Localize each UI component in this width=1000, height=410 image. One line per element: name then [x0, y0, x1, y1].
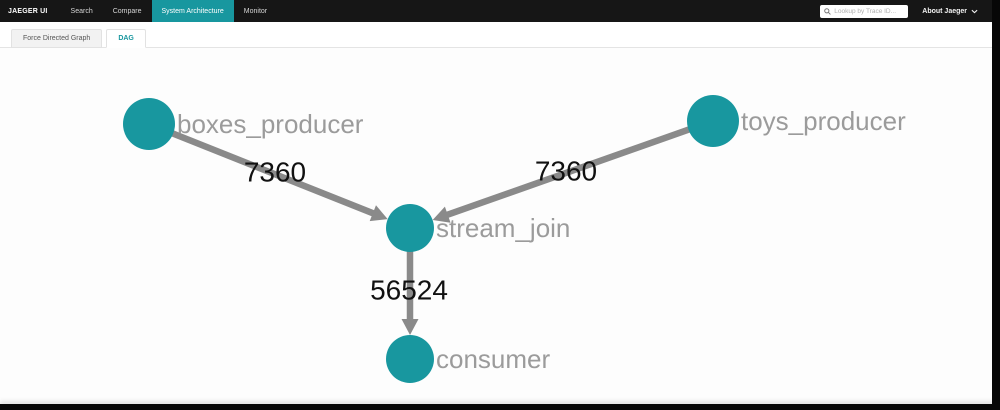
bottom-frame-strip — [0, 404, 1000, 410]
jaeger-ui-logo[interactable]: JAEGER UI — [8, 7, 48, 15]
about-jaeger-menu[interactable]: About Jaeger — [922, 8, 978, 15]
service-label-stream_join: stream_join — [436, 213, 570, 243]
nav-item-monitor[interactable]: Monitor — [243, 7, 268, 15]
about-jaeger-label: About Jaeger — [922, 7, 967, 15]
chevron-down-icon — [971, 9, 978, 13]
search-icon — [824, 7, 832, 15]
trace-id-input[interactable] — [834, 7, 905, 15]
nav-item-search[interactable]: Search — [70, 7, 93, 15]
right-frame-strip — [992, 0, 1000, 410]
edge-arrowhead-icon — [401, 319, 419, 335]
dag-canvas: 7360 7360 56524 boxes_producer toys_producer… — [0, 48, 992, 404]
nav-spacer — [277, 0, 820, 22]
edge-count-label-toys_producer-stream_join: 7360 — [535, 156, 597, 187]
top-nav: JAEGER UI Search Compare System Architec… — [0, 0, 1000, 22]
view-tabs: Force Directed Graph DAG — [0, 22, 992, 48]
edge-arrowhead-icon — [369, 205, 388, 222]
edge-line-toys_producer-stream_join — [444, 117, 715, 219]
edge-count-label-stream_join-consumer: 56524 — [370, 275, 448, 306]
service-node-toys_producer — [687, 95, 739, 147]
service-label-consumer: consumer — [436, 344, 550, 374]
edge-arrowhead-icon — [432, 206, 451, 223]
service-node-boxes_producer — [123, 98, 175, 150]
service-label-toys_producer: toys_producer — [741, 106, 906, 136]
service-label-boxes_producer: boxes_producer — [177, 109, 364, 139]
edge-line-boxes_producer-stream_join — [147, 120, 376, 217]
nav-item-compare[interactable]: Compare — [112, 7, 142, 15]
tab-dag[interactable]: DAG — [106, 29, 146, 48]
edge-count-label-boxes_producer-stream_join: 7360 — [244, 157, 306, 188]
tab-force-directed-graph[interactable]: Force Directed Graph — [11, 29, 103, 48]
service-node-consumer — [386, 335, 434, 383]
dag-svg: 7360 7360 56524 boxes_producer toys_producer… — [123, 95, 906, 383]
trace-id-searchbox[interactable] — [820, 4, 909, 18]
service-node-stream_join — [386, 204, 434, 252]
nav-item-system-architecture[interactable]: System Architecture — [151, 0, 234, 22]
